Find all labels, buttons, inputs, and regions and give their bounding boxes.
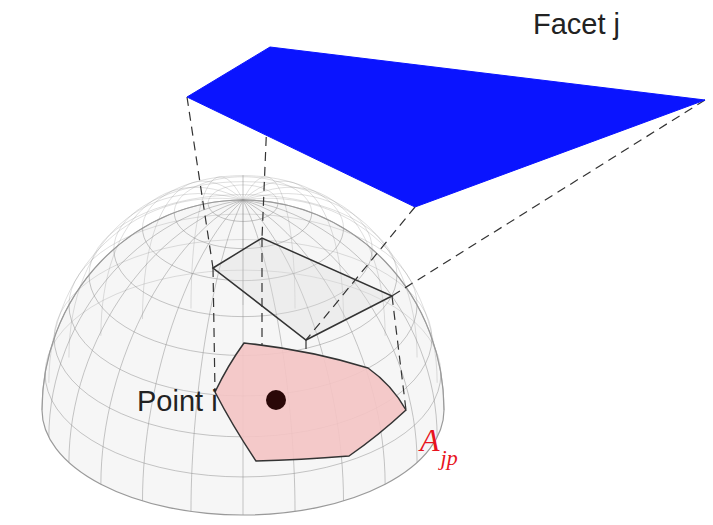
projected-region	[213, 238, 392, 340]
grid-line	[143, 200, 244, 501]
grid-line	[69, 200, 243, 463]
projection-line	[392, 296, 406, 410]
grid-line	[174, 213, 311, 249]
projection-line	[305, 340, 306, 352]
point-marker	[266, 390, 286, 410]
area-patch	[215, 343, 406, 461]
grid-line	[174, 177, 311, 213]
hemisphere-grid	[42, 175, 444, 515]
area-subscript: jp	[441, 445, 458, 471]
grid-line	[49, 200, 243, 437]
grid-line	[69, 194, 243, 358]
projection-lines	[187, 47, 705, 410]
grid-line	[101, 187, 243, 335]
hemisphere	[42, 175, 444, 515]
projection-line	[306, 207, 415, 340]
grid-line	[143, 176, 344, 229]
projection-line	[261, 238, 262, 345]
grid-line	[114, 182, 372, 249]
point-label: Point i	[137, 385, 218, 418]
projection-line	[213, 268, 215, 392]
facet	[187, 47, 705, 207]
area-symbol: A	[420, 422, 440, 459]
facet-label: Facet j	[533, 8, 620, 41]
projection-line	[187, 97, 213, 268]
grid-line	[208, 203, 278, 221]
